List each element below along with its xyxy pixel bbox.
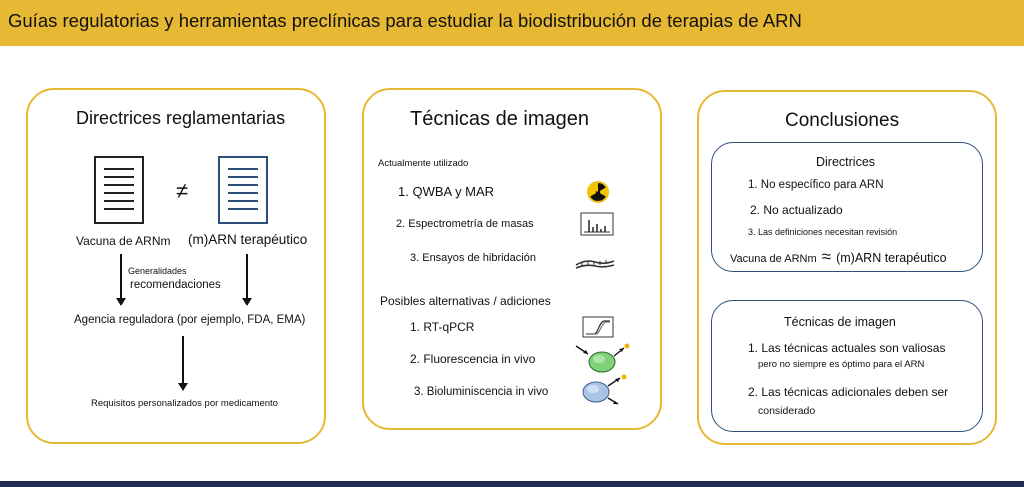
radiation-icon <box>587 181 609 203</box>
therapeutic-rna-label: (m)ARN terapéutico <box>188 232 308 247</box>
mrna-vaccine-document-icon <box>94 156 144 224</box>
regulatory-guidelines-panel: Directrices reglamentarias ≠ Vacuna de A… <box>26 88 326 444</box>
hybridization-icon <box>575 260 615 269</box>
mass-spectrum-icon <box>580 212 614 236</box>
alt-item-3: 3. Bioluminiscencia in vivo <box>414 386 549 398</box>
panel-heading: Técnicas de imagen <box>410 108 589 130</box>
general-label: Generalidades <box>128 266 187 276</box>
current-item-3: 3. Ensayos de hibridación <box>410 252 536 264</box>
mrna-vaccine-text: Vacuna de ARNm <box>730 253 817 265</box>
imaging-techniques-panel: Técnicas de imagen Actualmente utilizado… <box>362 88 662 430</box>
therapeutic-rna-document-icon <box>218 156 268 224</box>
fluorescent-cell-icon <box>575 343 630 373</box>
panel-heading: Conclusiones <box>785 110 900 131</box>
regulatory-agency-label: Agencia reguladora (por ejemplo, FDA, EM… <box>74 314 306 326</box>
alt-item-1: 1. RT-qPCR <box>410 320 475 334</box>
tailored-requirements-label: Requisitos personalizados por medicament… <box>91 398 278 409</box>
box-heading: Técnicas de imagen <box>784 315 896 329</box>
arrow-down-center <box>178 336 188 391</box>
box-item: 2. No actualizado <box>750 203 843 217</box>
arrow-down-right <box>242 254 252 306</box>
current-item-1: 1. QWBA y MAR <box>398 184 495 199</box>
box-item-sub: considerado <box>758 405 816 417</box>
alt-item-2: 2. Fluorescencia in vivo <box>410 352 536 366</box>
page-title: Guías regulatorias y herramientas preclí… <box>8 10 802 31</box>
conclusions-panel: Conclusiones Directrices 1. No específic… <box>697 90 997 445</box>
title-bar: Guías regulatorias y herramientas preclí… <box>0 0 1024 46</box>
box-item: 2. Las técnicas adicionales deben ser <box>748 385 949 399</box>
box-item-sub: pero no siempre es óptimo para el ARN <box>758 359 925 370</box>
box-item: 1. No específico para ARN <box>748 179 884 191</box>
box-item: 3. Las definiciones necesitan revisión <box>748 227 898 237</box>
guidelines-conclusion-box: Directrices 1. No específico para ARN 2.… <box>711 142 983 272</box>
approx-symbol: ≈ <box>821 247 832 266</box>
currently-used-heading: Actualmente utilizado <box>378 158 469 169</box>
therapeutic-rna-text: (m)ARN terapéutico <box>836 251 947 265</box>
panel-heading: Directrices reglamentarias <box>76 108 286 128</box>
bioluminescent-cell-icon <box>582 374 627 405</box>
qpcr-curve-icon <box>582 316 614 338</box>
imaging-conclusion-box: Técnicas de imagen 1. Las técnicas actua… <box>711 300 983 432</box>
box-item: 1. Las técnicas actuales son valiosas <box>748 341 946 355</box>
not-equal-symbol: ≠ <box>176 178 189 203</box>
mrna-vaccine-label: Vacuna de ARNm <box>76 234 171 248</box>
recommendations-label: recomendaciones <box>130 279 221 291</box>
current-item-2: 2. Espectrometría de masas <box>396 218 534 230</box>
box-heading: Directrices <box>816 155 876 169</box>
alternatives-heading: Posibles alternativas / adiciones <box>380 294 551 308</box>
comparison-row: Vacuna de ARNm ≈ (m)ARN terapéutico <box>730 247 947 267</box>
footer-divider <box>0 481 1024 487</box>
arrow-down-left <box>116 254 126 306</box>
